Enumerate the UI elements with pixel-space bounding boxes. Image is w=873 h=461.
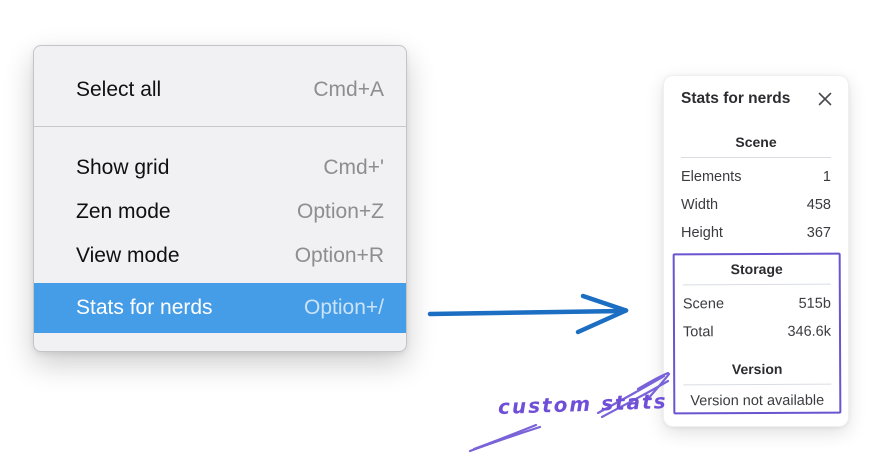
menu-item-shortcut: Option+/ <box>304 296 384 319</box>
stat-label: Total <box>682 324 714 341</box>
menu-item-label: View mode <box>76 244 180 267</box>
menu-item-select-all[interactable]: Select all Cmd+A <box>34 54 406 126</box>
stat-label: Scene <box>682 296 725 313</box>
stat-value: 367 <box>806 225 831 241</box>
stats-panel-header: Stats for nerds <box>681 88 832 110</box>
section-divider <box>682 283 831 286</box>
stat-label: Height <box>681 225 723 241</box>
menu-item-zen-mode[interactable]: Zen mode Option+Z <box>34 190 406 234</box>
menu-item-label: Zen mode <box>76 200 171 223</box>
section-divider <box>681 157 831 158</box>
stat-label: Width <box>681 197 719 213</box>
menu-separator <box>34 126 406 127</box>
menu-item-shortcut: Cmd+A <box>313 78 384 101</box>
close-icon[interactable] <box>815 89 835 109</box>
stat-row-total-storage: Total 346.6k <box>683 318 831 347</box>
menu-item-shortcut: Cmd+' <box>323 156 384 179</box>
context-menu: Select all Cmd+A Show grid Cmd+' Zen mod… <box>33 45 407 352</box>
section-divider <box>683 383 832 386</box>
stats-panel-title: Stats for nerds <box>681 90 791 107</box>
stat-value: 1 <box>822 169 831 185</box>
menu-item-shortcut: Option+R <box>294 244 384 267</box>
version-note: Version not available <box>690 392 825 410</box>
menu-item-label: Stats for nerds <box>76 296 213 319</box>
section-heading-version: Version <box>731 360 783 378</box>
menu-item-label: Select all <box>76 78 162 101</box>
menu-item-view-mode[interactable]: View mode Option+R <box>34 234 406 278</box>
section-heading-storage: Storage <box>730 260 783 278</box>
stat-row-height: Height 367 <box>681 219 831 247</box>
menu-item-stats-for-nerds[interactable]: Stats for nerds Option+/ <box>34 283 406 333</box>
stat-label: Elements <box>681 169 742 185</box>
pointer-arrow <box>427 293 629 335</box>
menu-item-show-grid[interactable]: Show grid Cmd+' <box>34 146 406 190</box>
annotation-highlight-box: Storage Scene 515b Total 346.6k Version … <box>672 252 842 415</box>
menu-item-label: Show grid <box>76 156 170 179</box>
section-heading-scene: Scene <box>735 134 777 150</box>
annotation-arrow <box>468 371 671 453</box>
stat-value: 458 <box>806 197 831 213</box>
menu-item-shortcut: Option+Z <box>297 200 384 223</box>
stat-row-elements: Elements 1 <box>681 163 831 191</box>
stats-panel: Stats for nerds Scene Elements 1 Width 4… <box>663 75 849 427</box>
stat-value: 515b <box>798 295 831 312</box>
stat-row-width: Width 458 <box>681 191 831 219</box>
storage-rows: Scene 515b Total 346.6k <box>683 290 831 347</box>
stat-row-scene-storage: Scene 515b <box>683 290 831 319</box>
stat-value: 346.6k <box>787 323 832 340</box>
scene-rows: Elements 1 Width 458 Height 367 <box>681 163 831 247</box>
